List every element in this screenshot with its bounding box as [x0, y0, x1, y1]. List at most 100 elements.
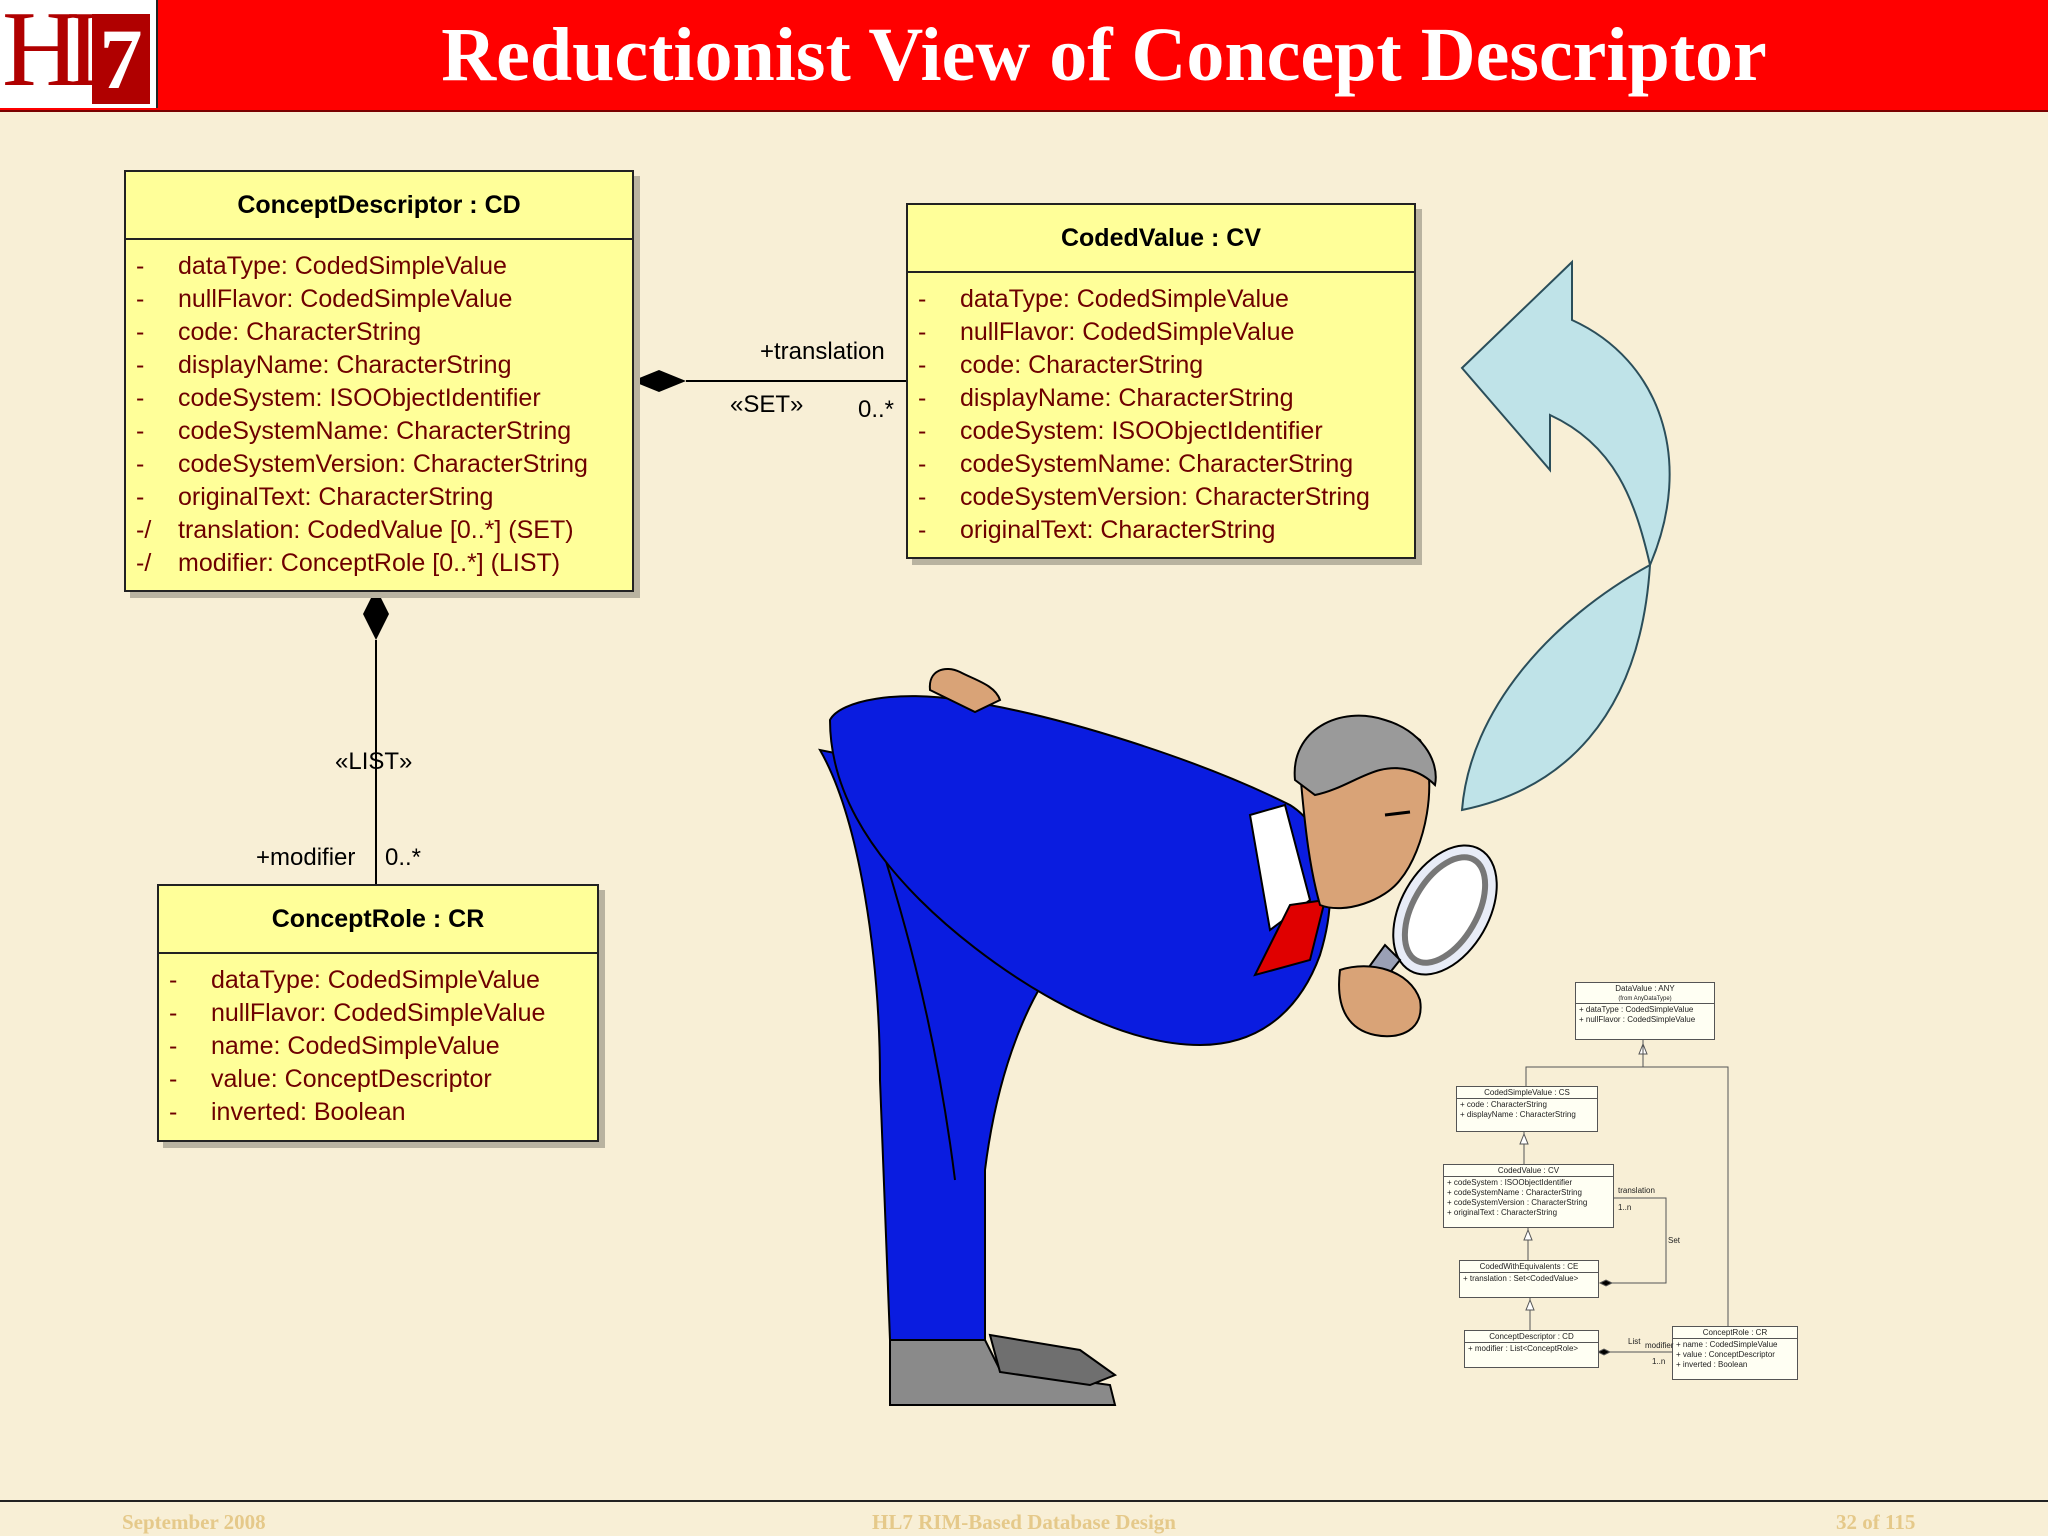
attribute-text: originalText: CharacterString: [960, 516, 1276, 544]
visibility-marker: -: [918, 417, 927, 445]
attribute-row: -name: CodedSimpleValue: [169, 1030, 597, 1063]
attribute-row: - nullFlavor: CodedSimpleValue: [169, 997, 597, 1030]
mini-attrs: + dataType : CodedSimpleValue+ nullFlavo…: [1579, 1005, 1696, 1024]
visibility-marker: -: [169, 1098, 178, 1126]
mini-class-name: CodedWithEquivalents : CE: [1460, 1261, 1598, 1273]
visibility-marker: -: [136, 318, 145, 346]
visibility-marker: -: [169, 999, 178, 1027]
slide-title: Reductionist View of Concept Descriptor: [441, 13, 1767, 97]
translation-role-label: +translation: [760, 338, 885, 365]
title-bar: HL 7 Reductionist View of Concept Descri…: [0, 0, 2048, 112]
footer-date: September 2008: [122, 1510, 266, 1534]
mini-attrs: + translation : Set<CodedValue>: [1463, 1274, 1579, 1283]
attribute-row: - codeSystemName: CharacterString: [136, 415, 632, 448]
attribute-text: modifier: ConceptRole [0..*] (LIST): [178, 549, 561, 577]
attribute-row: -codeSystemVersion: CharacterString: [918, 481, 1414, 514]
visibility-marker: -/: [136, 549, 152, 577]
modifier-composition-diamond: [363, 588, 389, 640]
attribute-row: -codeSystem: ISOObjectIdentifier: [136, 382, 632, 415]
attribute-row: - displayName: CharacterString: [918, 382, 1414, 415]
attribute-row: - nullFlavor: CodedSimpleValue: [136, 283, 632, 316]
attribute-text: codeSystemVersion: CharacterString: [178, 450, 588, 478]
attribute-row: -/ modifier: ConceptRole [0..*] (LIST): [136, 547, 632, 580]
attribute-row: -dataType: CodedSimpleValue: [136, 250, 632, 283]
mini-codedvalue-class: CodedValue : CV + codeSystem : ISOObject…: [1443, 1164, 1614, 1228]
attribute-text: dataType: CodedSimpleValue: [211, 966, 540, 994]
footer-course-title: HL7 RIM-Based Database Design: [872, 1510, 1176, 1534]
set-stereotype-label: «SET»: [730, 391, 804, 418]
attribute-text: translation: CodedValue [0..*] (SET): [178, 516, 574, 544]
translation-multiplicity: 0..*: [858, 396, 895, 423]
visibility-marker: -: [918, 285, 927, 313]
visibility-marker: -/: [136, 516, 152, 544]
visibility-marker: -: [136, 285, 145, 313]
visibility-marker: -: [169, 1065, 178, 1093]
visibility-marker: -: [918, 483, 927, 511]
mini-diagram-connectors: [1519, 1040, 1729, 1356]
mini-class-name: ConceptRole : CR: [1673, 1327, 1797, 1339]
attribute-text: displayName: CharacterString: [178, 351, 512, 379]
class-name: ConceptDescriptor : CD: [126, 172, 632, 240]
class-name: ConceptRole : CR: [159, 886, 597, 954]
attribute-list: - dataType: CodedSimpleValue - nullFlavor: …: [159, 954, 597, 1129]
mini-attrs: + name : CodedSimpleValue+ value : Conce…: [1676, 1340, 1778, 1369]
attribute-text: nullFlavor: CodedSimpleValue: [211, 999, 546, 1027]
attribute-row: - dataType: CodedSimpleValue: [918, 283, 1414, 316]
businessman-illustration: [818, 668, 1498, 1406]
mini-attrs: + modifier : List<ConceptRole>: [1468, 1344, 1579, 1353]
mini-datavalue-class: DataValue : ANY(from AnyDataType) + data…: [1575, 982, 1715, 1040]
concept-role-class: ConceptRole : CR - dataType: CodedSimpleV…: [157, 884, 599, 1142]
translation-composition-diamond: [632, 370, 686, 392]
attribute-row: - codeSystemName: CharacterString: [918, 448, 1414, 481]
attribute-row: - codeSystem: ISOObjectIdentifier: [918, 415, 1414, 448]
hl7-logo: HL 7: [0, 0, 158, 108]
attribute-text: code: CharacterString: [960, 351, 1204, 379]
attribute-row: - code: CharacterString: [136, 316, 632, 349]
footer-divider: [0, 1500, 2048, 1502]
attribute-row: - value: ConceptDescriptor: [169, 1063, 597, 1096]
mini-attrs: + codeSystem : ISOObjectIdentifier+ code…: [1447, 1178, 1588, 1217]
attribute-text: displayName: CharacterString: [960, 384, 1294, 412]
coded-value-class: CodedValue : CV - dataType: CodedSimpleVa…: [906, 203, 1416, 559]
attribute-text: dataType: CodedSimpleValue: [178, 252, 507, 280]
visibility-marker: -: [136, 384, 145, 412]
mini-class-name: CodedValue : CV: [1444, 1165, 1613, 1177]
class-name: CodedValue : CV: [908, 205, 1414, 273]
attribute-text: code: CharacterString: [178, 318, 422, 346]
visibility-marker: -: [918, 318, 927, 346]
attribute-row: - displayName: CharacterString: [136, 349, 632, 382]
mini-conceptrole-class: ConceptRole : CR + name : CodedSimpleVal…: [1672, 1326, 1798, 1380]
mini-codedsimplevalue-class: CodedSimpleValue : CS + code : Character…: [1456, 1086, 1598, 1132]
attribute-row: -code: CharacterString: [918, 349, 1414, 382]
attribute-list: -dataType: CodedSimpleValue-nullFlavor: …: [126, 240, 632, 580]
attribute-text: codeSystemName: CharacterString: [960, 450, 1354, 478]
attribute-row: - dataType: CodedSimpleValue: [169, 964, 597, 997]
concept-descriptor-class: ConceptDescriptor : CD -dataType: CodedS…: [124, 170, 634, 592]
visibility-marker: -: [918, 450, 927, 478]
attribute-row: - nullFlavor: CodedSimpleValue: [918, 316, 1414, 349]
modifier-role-label: +modifier: [256, 844, 356, 871]
attribute-text: dataType: CodedSimpleValue: [960, 285, 1289, 313]
attribute-text: inverted: Boolean: [211, 1098, 406, 1126]
mini-modifier-label: modifier: [1645, 1341, 1674, 1350]
mini-set-label: Set: [1668, 1236, 1681, 1245]
mini-list-label: List: [1628, 1337, 1641, 1346]
footer-page-number: 32 of 115: [1836, 1510, 1916, 1534]
attribute-text: nullFlavor: CodedSimpleValue: [960, 318, 1295, 346]
mini-conceptdescriptor-class: ConceptDescriptor : CD + modifier : List…: [1464, 1330, 1599, 1368]
attribute-text: codeSystem: ISOObjectIdentifier: [960, 417, 1323, 445]
attribute-row: -originalText: CharacterString: [136, 481, 632, 514]
visibility-marker: -: [169, 1032, 178, 1060]
visibility-marker: -: [136, 417, 145, 445]
attribute-text: codeSystemName: CharacterString: [178, 417, 572, 445]
attribute-row: - inverted: Boolean: [169, 1096, 597, 1129]
visibility-marker: -: [918, 384, 927, 412]
attribute-text: nullFlavor: CodedSimpleValue: [178, 285, 513, 313]
mini-translation-mult: 1..n: [1618, 1203, 1632, 1212]
visibility-marker: -: [918, 516, 927, 544]
curved-arrow-shape: [1460, 259, 1671, 812]
attribute-text: value: ConceptDescriptor: [211, 1065, 492, 1093]
visibility-marker: -: [136, 351, 145, 379]
visibility-marker: -: [169, 966, 178, 994]
